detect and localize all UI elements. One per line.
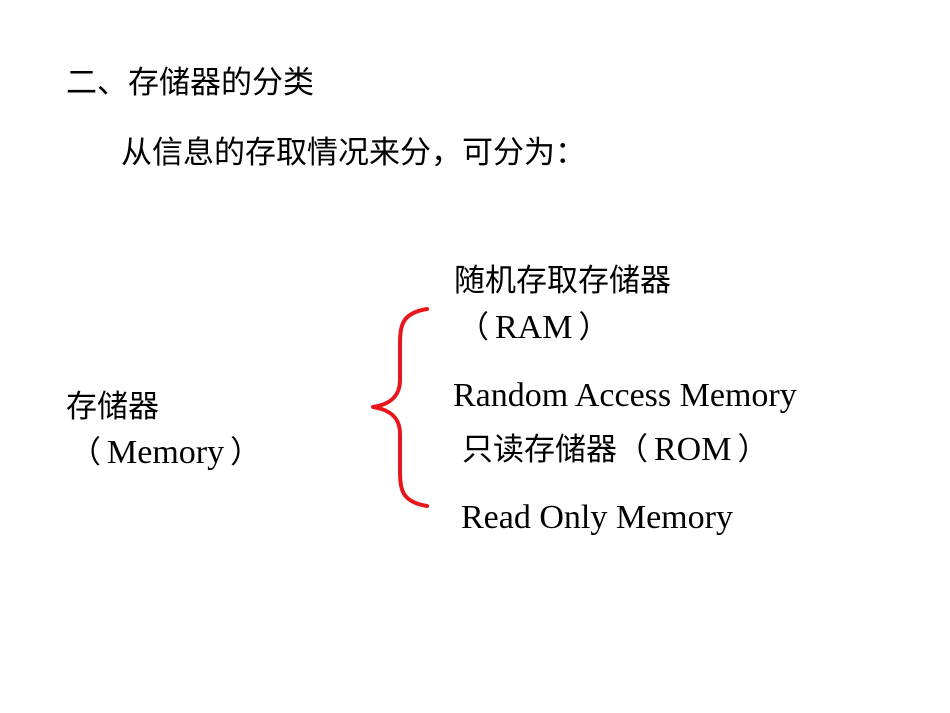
root-paren-open: （ [70,435,101,471]
rom-line: 只读存储器（ROM） [462,433,768,467]
rom-abbr: ROM [654,431,732,468]
rom-english: Read Only Memory [461,499,733,536]
ram-name: 随机存取存储器 [454,263,671,299]
rom-paren-open: （ [617,432,648,468]
root-english: Memory [107,434,225,471]
ram-paren-open: （ [458,310,489,346]
ram-paren-close: ） [578,310,610,346]
root-paren-close: ） [230,435,262,471]
ram-abbr: RAM [495,309,573,346]
root-english-line: （Memory） [70,436,261,470]
slide-heading: 二、存储器的分类 [66,65,314,101]
rom-name: 只读存储器 [462,432,617,468]
root-name: 存储器 [66,389,159,425]
intro-text: 从信息的存取情况来分，可分为： [121,135,586,171]
brace-path [371,307,429,508]
ram-abbr-line: （RAM） [458,311,609,345]
ram-english: Random Access Memory [453,377,797,414]
curly-brace [371,307,429,508]
rom-paren-close: ） [737,432,769,468]
